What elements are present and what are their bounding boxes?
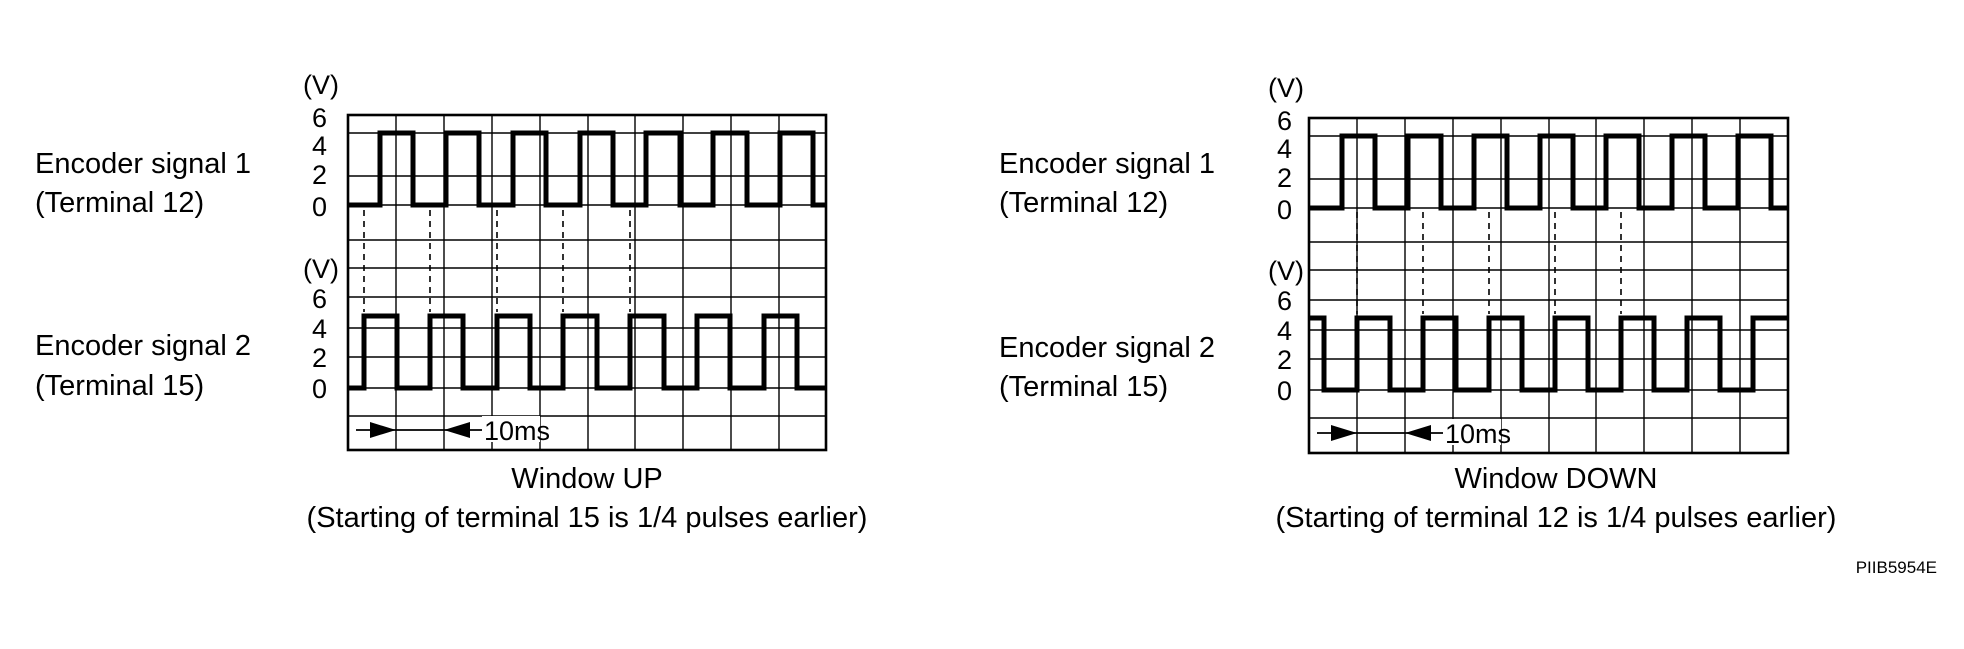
signal1-name: Encoder signal 1 xyxy=(35,148,251,180)
tick-6: 6 xyxy=(1277,286,1292,316)
unit-label-1: (V) xyxy=(303,70,339,100)
tick-2: 2 xyxy=(1277,345,1292,375)
tick-2: 2 xyxy=(312,160,327,190)
arrow-right-icon xyxy=(370,422,396,438)
panel-title: Window DOWN xyxy=(1454,463,1657,495)
tick-4: 4 xyxy=(312,314,327,344)
time-label-background xyxy=(1443,419,1501,445)
scope-grid xyxy=(346,113,828,452)
panel-note: (Starting of terminal 15 is 1/4 pulses e… xyxy=(307,502,868,534)
encoder-signal-2-waveform xyxy=(348,313,826,391)
panel-window-up: Encoder signal 1 (Terminal 12) Encoder s… xyxy=(35,70,867,534)
time-label-background xyxy=(482,416,540,442)
tick-2: 2 xyxy=(312,343,327,373)
tick-4: 4 xyxy=(1277,316,1292,346)
scope-grid xyxy=(1307,116,1790,455)
tick-4: 4 xyxy=(312,131,327,161)
panel-note: (Starting of terminal 12 is 1/4 pulses e… xyxy=(1276,502,1837,534)
figure-code: PIIB5954E xyxy=(1856,558,1937,577)
tick-2: 2 xyxy=(1277,163,1292,193)
unit-label-2: (V) xyxy=(1268,256,1304,286)
panel-title: Window UP xyxy=(511,463,663,495)
scope-frame xyxy=(346,113,828,452)
signal2-name: Encoder signal 2 xyxy=(999,332,1215,364)
unit-label-2: (V) xyxy=(303,254,339,284)
time-scale-marker: 10ms xyxy=(356,416,550,446)
signal2-terminal: (Terminal 15) xyxy=(35,370,204,402)
signal1-terminal: (Terminal 12) xyxy=(999,187,1168,219)
arrow-left-icon xyxy=(444,422,470,438)
signal1-name: Encoder signal 1 xyxy=(999,148,1215,180)
tick-6: 6 xyxy=(312,103,327,133)
encoder-signal-1-waveform xyxy=(348,130,826,208)
tick-0: 0 xyxy=(1277,195,1292,225)
tick-6: 6 xyxy=(1277,106,1292,136)
encoder-signal-1-waveform xyxy=(1309,133,1788,211)
tick-0: 0 xyxy=(312,192,327,222)
encoder-signal-2-waveform xyxy=(1309,315,1788,393)
time-scale-label: 10ms xyxy=(484,416,550,446)
unit-label-1: (V) xyxy=(1268,73,1304,103)
tick-0: 0 xyxy=(1277,376,1292,406)
time-scale-marker: 10ms xyxy=(1317,419,1511,449)
signal2-terminal: (Terminal 15) xyxy=(999,371,1168,403)
signal1-terminal: (Terminal 12) xyxy=(35,187,204,219)
tick-0: 0 xyxy=(312,374,327,404)
panel-window-down: Encoder signal 1 (Terminal 12) Encoder s… xyxy=(999,73,1836,534)
time-scale-label: 10ms xyxy=(1445,419,1511,449)
arrow-left-icon xyxy=(1405,425,1431,441)
tick-6: 6 xyxy=(312,284,327,314)
signal2-name: Encoder signal 2 xyxy=(35,330,251,362)
tick-4: 4 xyxy=(1277,134,1292,164)
arrow-right-icon xyxy=(1331,425,1357,441)
